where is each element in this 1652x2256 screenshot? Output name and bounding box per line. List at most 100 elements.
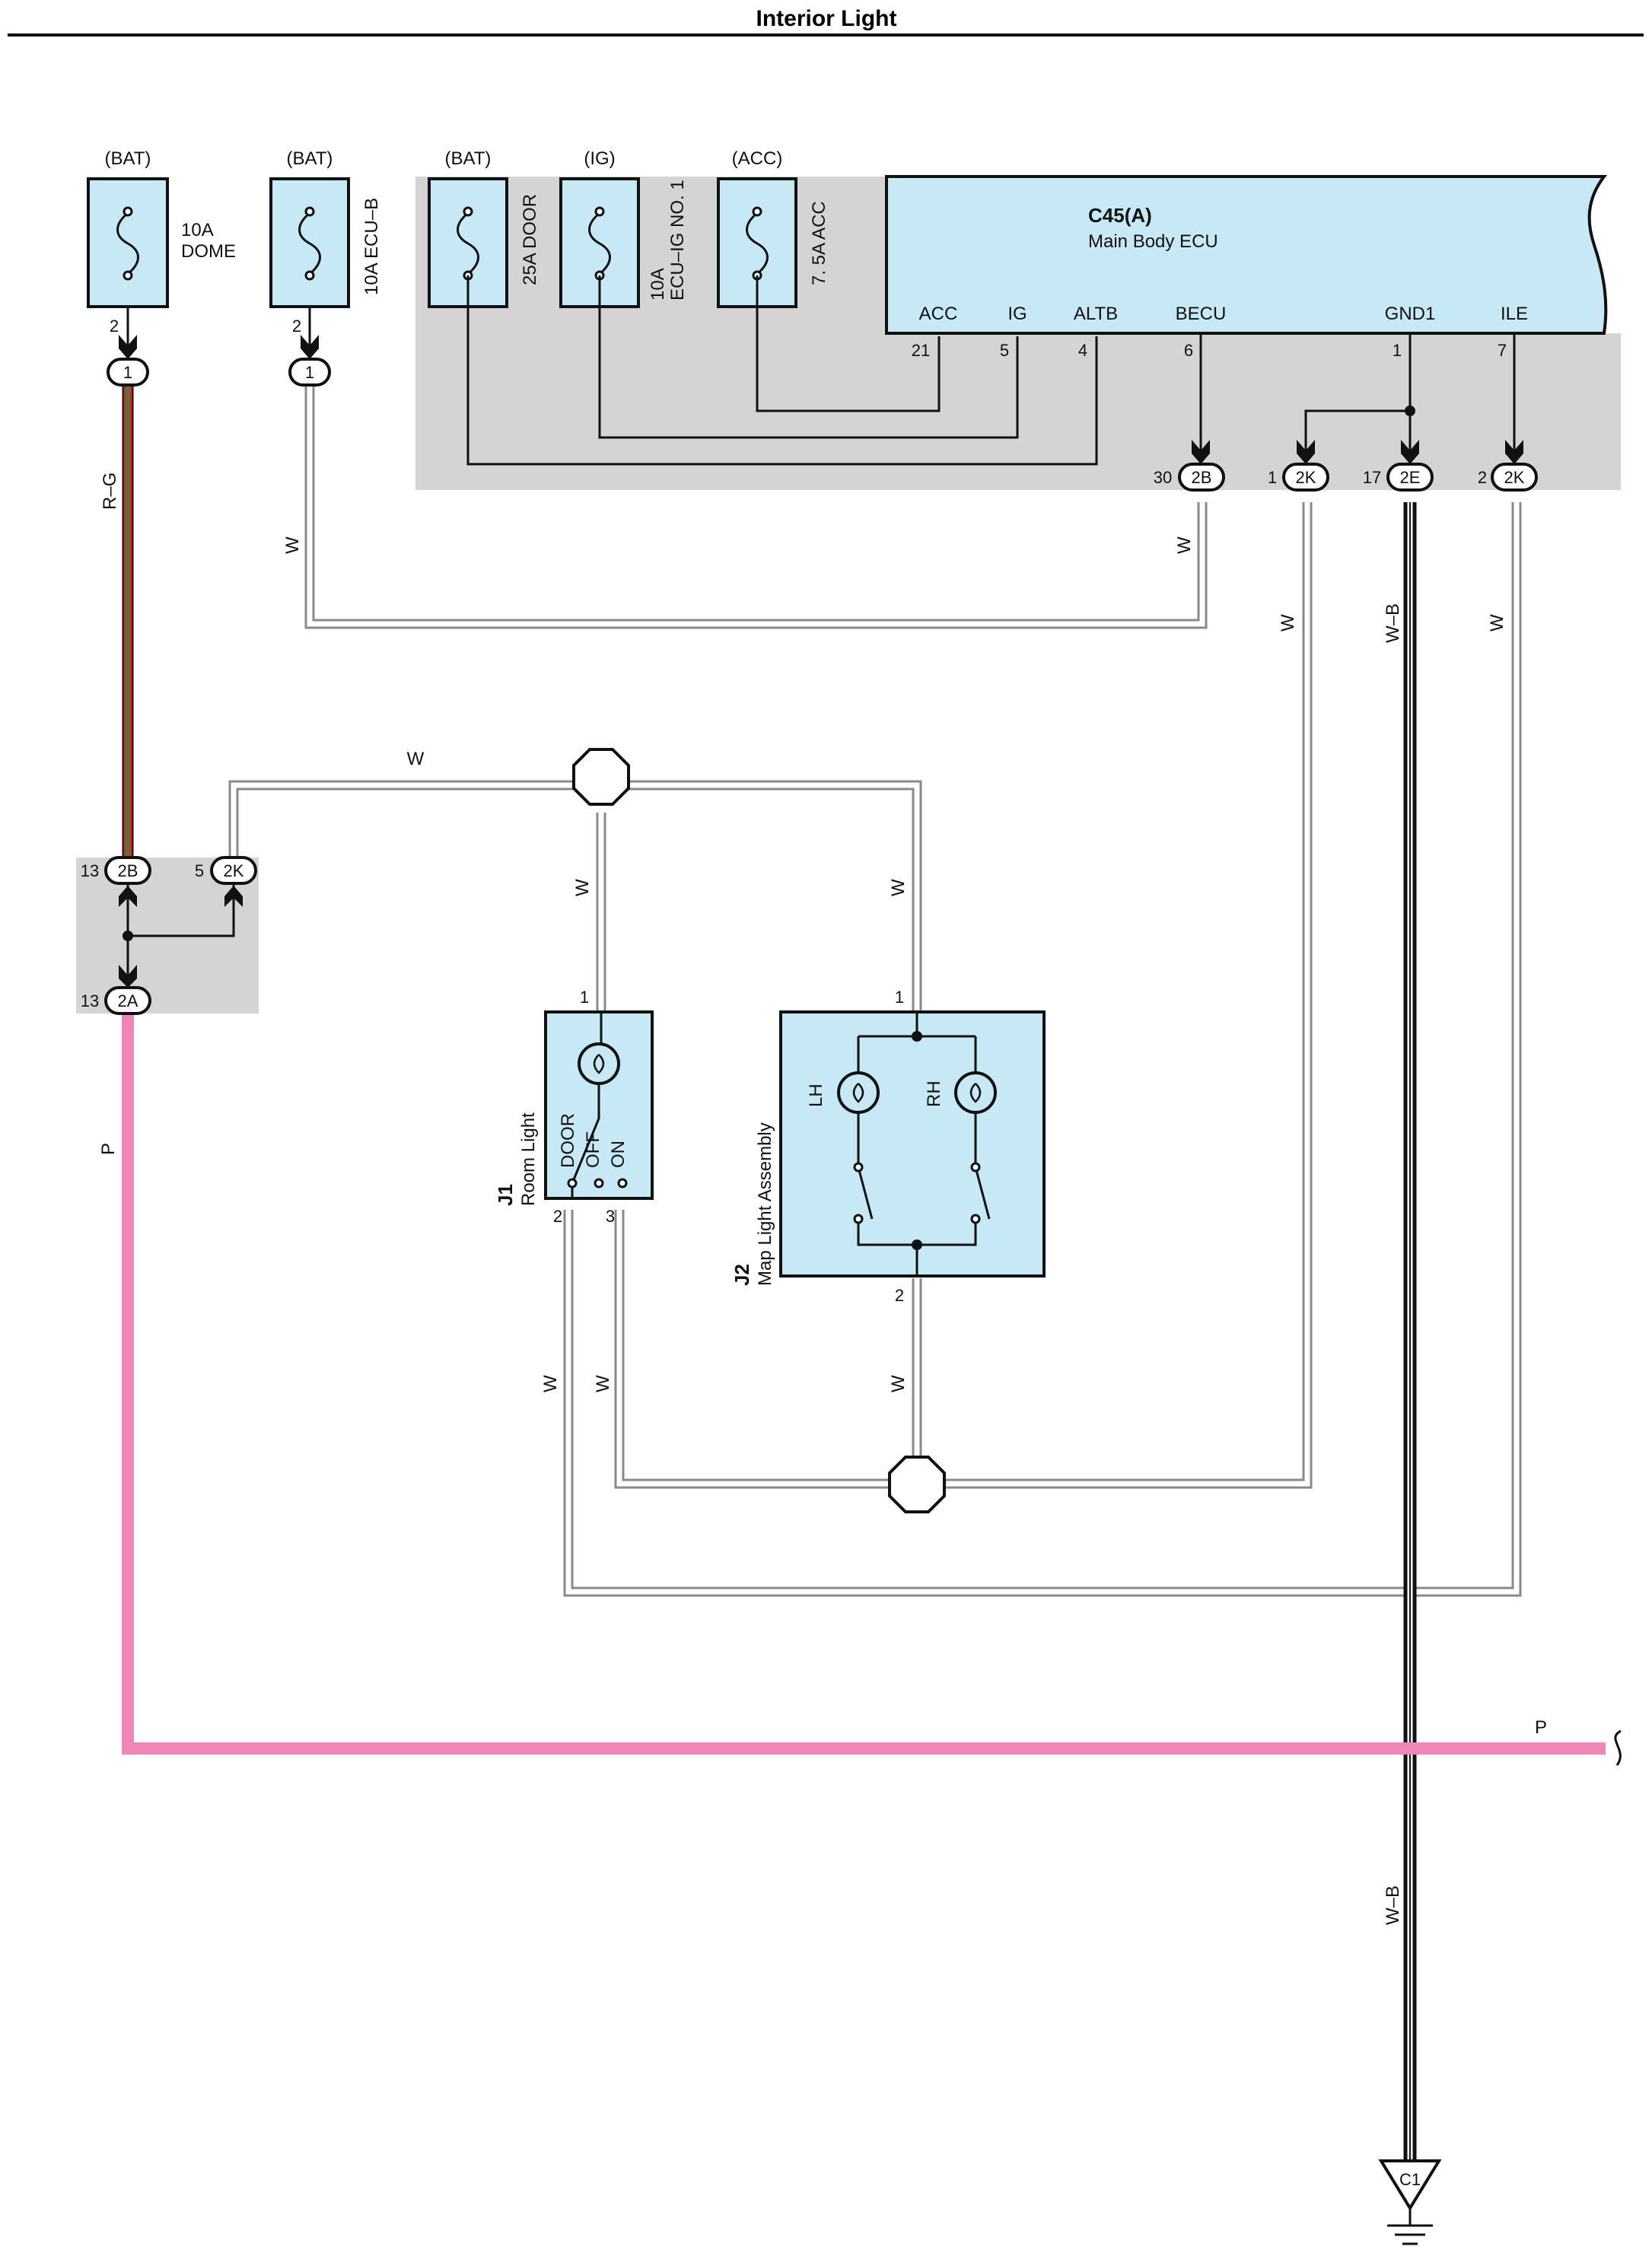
ecu-term-ile: ILE (1501, 304, 1528, 324)
junction-2a-pin: 13 (81, 991, 99, 1010)
fuse-ecu-b (269, 177, 350, 308)
fuse-door-label: 25A DOOR (520, 194, 540, 285)
fuse-ecuig-label-2: ECU–IG NO. 1 (667, 180, 688, 301)
junction-arrow-2k (224, 886, 243, 907)
conn-ecu-2e-pin: 17 (1363, 468, 1381, 487)
junction-arrow-2b (119, 886, 137, 907)
ecu-term-gnd1: GND1 (1385, 304, 1436, 324)
ground-c1-triangle (1378, 2159, 1442, 2211)
white-wires-outer (228, 371, 1522, 1597)
conn-ecub (288, 358, 331, 387)
fuse-acc-label: 7. 5A ACC (809, 201, 829, 285)
fuse-ecuig-label-1: 10A (648, 268, 668, 301)
ecu-pin-ig: 5 (1000, 341, 1009, 360)
arrow-ecub (301, 335, 319, 359)
splice-top (572, 748, 630, 806)
fuse-dome-pin: 2 (110, 317, 119, 336)
fuse-dome (87, 177, 169, 308)
map-light-code: J2 (731, 1264, 753, 1286)
arrow-gnd1-branch (1297, 440, 1315, 464)
wire-p (122, 1013, 1606, 1755)
wire-label-w-2k: W (1278, 614, 1298, 632)
wire-label-p-horizontal: P (1535, 1717, 1547, 1738)
conn-ecu-2k-b (1491, 463, 1538, 492)
fuse-ecuig-source: (IG) (584, 148, 615, 169)
ground-c1-label: C1 (1399, 2170, 1421, 2189)
fuse-ecub-label: 10A ECU–B (361, 198, 382, 295)
arrow-becu (1192, 440, 1210, 464)
room-light-pin-1: 1 (580, 988, 589, 1007)
splice-bottom (888, 1456, 946, 1513)
conn-ecu-2k-b-id: 2K (1504, 468, 1525, 487)
fuse-door-source: (BAT) (445, 148, 492, 169)
wire-label-w-junction: W (407, 749, 425, 769)
conn-ecub-id: 1 (305, 363, 314, 382)
room-light-name: Room Light (518, 1112, 539, 1206)
ecu-code: C45(A) (1088, 204, 1152, 227)
room-light-pos-off: OFF (583, 1131, 603, 1168)
junction-2k-pin: 5 (195, 861, 204, 880)
map-light-contact-lh-b (853, 1214, 864, 1224)
fuse-dome-source: (BAT) (105, 148, 151, 169)
wire-acc-internal (756, 275, 941, 412)
fuse-ecub-pin: 2 (292, 317, 301, 336)
ecu-term-acc: ACC (919, 304, 958, 324)
ecu-name: Main Body ECU (1088, 231, 1218, 252)
conn-ecu-2b-id: 2B (1192, 468, 1212, 487)
wire-ig-internal (598, 275, 1019, 439)
arrow-ile (1505, 440, 1523, 464)
wire-label-w-room: W (572, 879, 593, 896)
map-light-filament-lh (852, 1083, 864, 1103)
conn-ecu-2k-a-id: 2K (1296, 468, 1316, 487)
wire-altb-internal (466, 275, 1098, 466)
node-gnd1 (1405, 406, 1415, 416)
fuse-ecub-source: (BAT) (287, 148, 333, 169)
map-light-box (779, 1010, 1046, 1278)
ecu-pin-ile: 7 (1498, 341, 1507, 360)
map-light-contact-lh-a (853, 1162, 864, 1173)
ecu-term-altb: ALTB (1074, 304, 1118, 324)
room-light-contact-door (567, 1178, 578, 1188)
conn-ecu-2e (1386, 463, 1434, 492)
page-title: Interior Light (756, 6, 897, 31)
white-wires-inner (231, 371, 1520, 1595)
arrow-gnd1 (1401, 440, 1419, 464)
room-light-filament (593, 1054, 605, 1074)
ecu-pin-altb: 4 (1078, 341, 1087, 360)
map-light-pin-1: 1 (895, 988, 904, 1007)
map-light-contact-rh-a (970, 1162, 981, 1173)
wire-p-break (1614, 1729, 1622, 1766)
room-light-contact-off (594, 1178, 604, 1188)
conn-ecu-2k-b-pin: 2 (1478, 468, 1487, 487)
map-light-filament-rh (969, 1083, 982, 1103)
wire-label-w-ecub: W (282, 536, 303, 554)
conn-ecu-2b (1178, 463, 1225, 492)
fuse-dome-rating: 10A (181, 220, 214, 240)
ecu-term-ig: IG (1007, 304, 1027, 324)
wire-label-p-vertical: P (98, 1143, 119, 1155)
wire-label-w-ile: W (1487, 614, 1507, 632)
ecu-pin-becu: 6 (1184, 341, 1193, 360)
room-light-pos-on: ON (608, 1141, 629, 1168)
conn-ecu-2k-a-pin: 1 (1268, 468, 1277, 487)
ecu-pin-acc: 21 (912, 341, 930, 360)
map-light-node-bottom (912, 1239, 922, 1250)
wire-label-wb-bottom: W–B (1383, 1885, 1403, 1925)
wire-label-w-map: W (888, 879, 909, 896)
map-light-node-top (912, 1031, 922, 1042)
junction-2a-id: 2A (118, 991, 138, 1010)
wire-label-rg: R–G (100, 473, 120, 510)
room-light-contact-on (617, 1178, 628, 1188)
map-light-bulb-rh (954, 1071, 997, 1114)
fuse-ecu-ig (559, 177, 640, 308)
wire-label-w-room-2: W (540, 1375, 561, 1392)
room-light-pin-2: 2 (553, 1207, 562, 1226)
map-light-bulb-lh (837, 1071, 880, 1114)
junction-arrow-2a (119, 965, 137, 988)
junction-2b-id: 2B (118, 861, 138, 880)
room-light-bulb (578, 1042, 620, 1085)
lead-gnd1-branch (1304, 409, 1410, 453)
ecu-pin-gnd1: 1 (1393, 341, 1402, 360)
wire-label-w-becu: W (1174, 536, 1195, 554)
fuse-acc-source: (ACC) (732, 148, 783, 169)
